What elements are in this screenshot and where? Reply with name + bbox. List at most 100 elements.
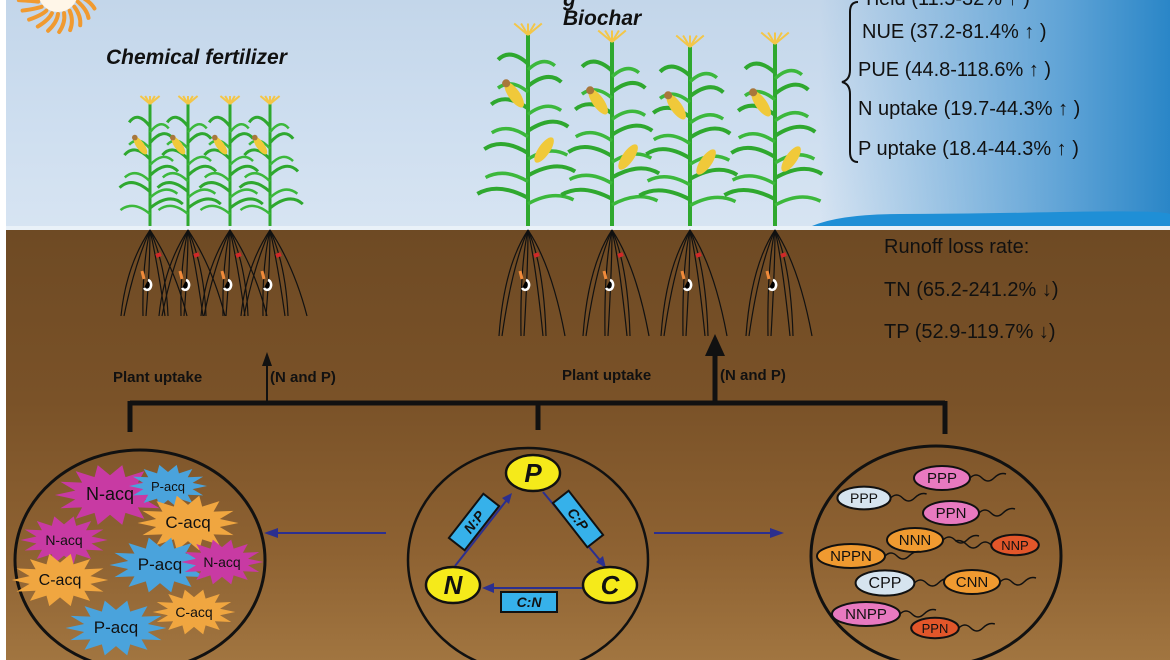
root-system-icon — [745, 229, 813, 337]
microbe-label: CNN — [956, 574, 989, 591]
microbe-circle — [809, 444, 1063, 660]
microbe-label: NNN — [899, 532, 932, 549]
runoff-item: TP (52.9-119.7% ↓) — [884, 321, 1056, 344]
enzyme-burst: P-acq — [109, 537, 211, 593]
maize-plant-icon — [198, 95, 268, 317]
microbe-cell: PPP — [913, 465, 1007, 491]
arrow-up-icon: ↑ — [1058, 98, 1069, 120]
enzyme-label: P-acq — [138, 555, 182, 574]
sky-gradient-right — [820, 0, 1170, 228]
runoff-item: TN (65.2-241.2% ↓) — [884, 279, 1059, 302]
microbe-label: NPPN — [830, 548, 872, 565]
runoff-close-paren: ) — [1048, 321, 1056, 343]
effect-close-paren: ) — [1068, 98, 1081, 120]
enzyme-label: C-acq — [39, 572, 82, 589]
sun-icon — [16, 0, 97, 34]
biochar-title: Biochar — [563, 7, 642, 30]
root-system-icon — [498, 229, 566, 337]
microbe-cell: PPN — [922, 500, 1016, 526]
enzyme-burst: C-acq — [11, 553, 109, 607]
enzyme-label: C-acq — [165, 513, 210, 532]
root-system-icon — [582, 229, 650, 337]
maize-plant-icon — [238, 95, 308, 317]
nutrient-node: C — [581, 565, 639, 605]
enzyme-burst: P-acq — [128, 464, 208, 508]
effect-label: N uptake (19.7-44.3% — [858, 98, 1059, 120]
ratio-label: C:N — [517, 594, 543, 610]
maize-plant-icon — [118, 95, 188, 317]
stoichiometry-circle — [406, 446, 650, 660]
arrow-up-icon: ↑ — [1056, 138, 1067, 160]
effect-label: Yield (11.5-32% — [862, 0, 1008, 10]
flagellum-icon — [978, 507, 1016, 517]
effect-item: Yield (11.5-32% ↑ ) — [862, 0, 1030, 11]
maize-plant-icon — [156, 95, 226, 317]
flagellum-icon — [942, 534, 980, 544]
root-system-icon — [120, 229, 188, 317]
maize-plant-icon — [723, 31, 824, 337]
flagellum-icon — [890, 492, 927, 502]
microbe-cell: CPP — [854, 569, 951, 597]
microbe-label: PPP — [850, 490, 878, 506]
enzyme-circle — [13, 448, 267, 660]
microbe-cell: NNN — [886, 527, 980, 553]
effect-close-paren: ) — [1034, 21, 1047, 43]
flagellum-icon — [954, 539, 992, 549]
microbe-cell: NPPN — [816, 543, 922, 569]
enzyme-burst: C-acq — [152, 589, 236, 635]
ground-line — [6, 226, 1170, 230]
flagellum-icon — [899, 608, 937, 618]
arrow-down-icon: ↓ — [1038, 321, 1049, 343]
effect-label: PUE (44.8-118.6% — [858, 59, 1029, 81]
microbe-cell: NNP — [954, 533, 1040, 557]
arrowhead-right-icon — [770, 528, 784, 538]
microbe-label: PPP — [927, 470, 957, 487]
nutrient-node: N — [424, 565, 482, 605]
arrow-up-icon: ↑ — [1008, 0, 1018, 10]
enzyme-label: N-acq — [86, 484, 134, 504]
effect-item: P uptake (18.4-44.3% ↑ ) — [858, 138, 1079, 161]
flagellum-icon — [884, 550, 922, 560]
effect-label: NUE (37.2-81.4% — [862, 21, 1025, 43]
nutrient-node-label: N — [444, 570, 464, 600]
effect-label: P uptake (18.4-44.3% — [858, 138, 1057, 160]
root-system-icon — [660, 229, 728, 337]
enzyme-burst: N-acq — [20, 516, 108, 564]
microbe-cell: NNPP — [831, 601, 937, 627]
flagellum-icon — [999, 576, 1037, 586]
arrow-down-icon: ↓ — [1041, 279, 1052, 301]
microbe-label: NNPP — [845, 606, 887, 623]
arrow-up-icon: ↑ — [1028, 59, 1039, 81]
maize-plant-icon — [638, 34, 739, 337]
ratio-box: C:N — [500, 591, 558, 613]
microbe-label: PPN — [936, 505, 967, 522]
runoff-close-paren: ) — [1051, 279, 1059, 301]
microbe-cell: PPN — [910, 616, 996, 640]
effect-item: N uptake (19.7-44.3% ↑ ) — [858, 98, 1080, 121]
microbe-label: NNP — [1001, 538, 1028, 553]
enzyme-label: C-acq — [175, 604, 212, 620]
brace-icon — [841, 1, 859, 163]
runoff-heading: Runoff loss rate: — [884, 236, 1030, 258]
nutrient-node: P — [504, 453, 562, 493]
water-icon — [812, 211, 1170, 226]
effect-close-paren: ) — [1066, 138, 1079, 160]
uptake-connector — [127, 352, 948, 434]
ratio-box: C:P — [551, 489, 605, 549]
runoff-label: TN (65.2-241.2% — [884, 279, 1042, 301]
root-system-icon — [240, 229, 308, 317]
enzyme-burst: N-acq — [54, 465, 166, 525]
uptake-left-label-a: Plant uptake — [113, 369, 203, 386]
effect-close-paren: ) — [1038, 59, 1052, 81]
root-system-icon — [158, 229, 226, 317]
uptake-left-label-b: (N and P) — [270, 369, 336, 386]
enzyme-burst: N-acq — [180, 539, 264, 585]
enzyme-burst: P-acq — [65, 600, 167, 656]
biochar-title-fragment: g — [563, 0, 576, 12]
enzyme-label: N-acq — [45, 532, 82, 548]
enzyme-label: N-acq — [203, 554, 240, 570]
effect-item: NUE (37.2-81.4% ↑ ) — [862, 21, 1047, 44]
uptake-arrow-large-icon — [705, 334, 725, 356]
